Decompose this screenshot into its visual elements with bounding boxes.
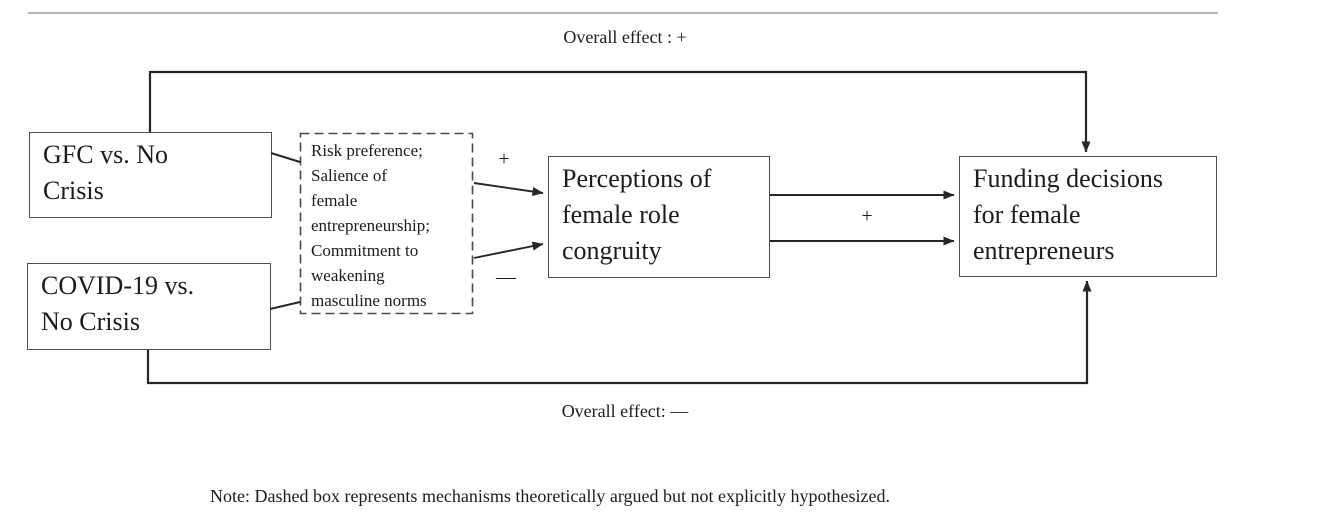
box-covid-vs-no-crisis: COVID-19 vs. No Crisis <box>27 263 271 350</box>
overall-negative-path-arrow <box>146 280 1092 385</box>
plus-sign-middle-arrow: + <box>861 205 873 227</box>
covid-to-mechanisms-connector <box>269 301 301 310</box>
top-divider <box>28 12 1218 14</box>
box-funding-decisions: Funding decisions for female entrepreneu… <box>959 156 1217 277</box>
minus-sign-lower-arrow: — <box>496 266 516 288</box>
overall-effect-top-label: Overall effect : + <box>563 27 687 47</box>
plus-sign-upper-arrow: + <box>498 148 510 170</box>
box-gfc-vs-no-crisis: GFC vs. No Crisis <box>29 132 272 218</box>
overall-positive-path-arrow <box>148 70 1091 153</box>
note-text: Note: Dashed box represents mechanisms t… <box>210 486 890 506</box>
overall-effect-bottom-label: Overall effect: — <box>561 401 689 421</box>
box-perceptions-female-role-congruity: Perceptions of female role congruity <box>548 156 770 278</box>
gfc-to-mechanisms-connector <box>270 152 301 163</box>
mechanisms-to-perceptions-upper-arrow <box>473 182 544 196</box>
mechanisms-to-perceptions-lower-arrow <box>473 241 544 259</box>
box-mechanisms-dashed: Risk preference; Salience of female entr… <box>300 133 473 314</box>
